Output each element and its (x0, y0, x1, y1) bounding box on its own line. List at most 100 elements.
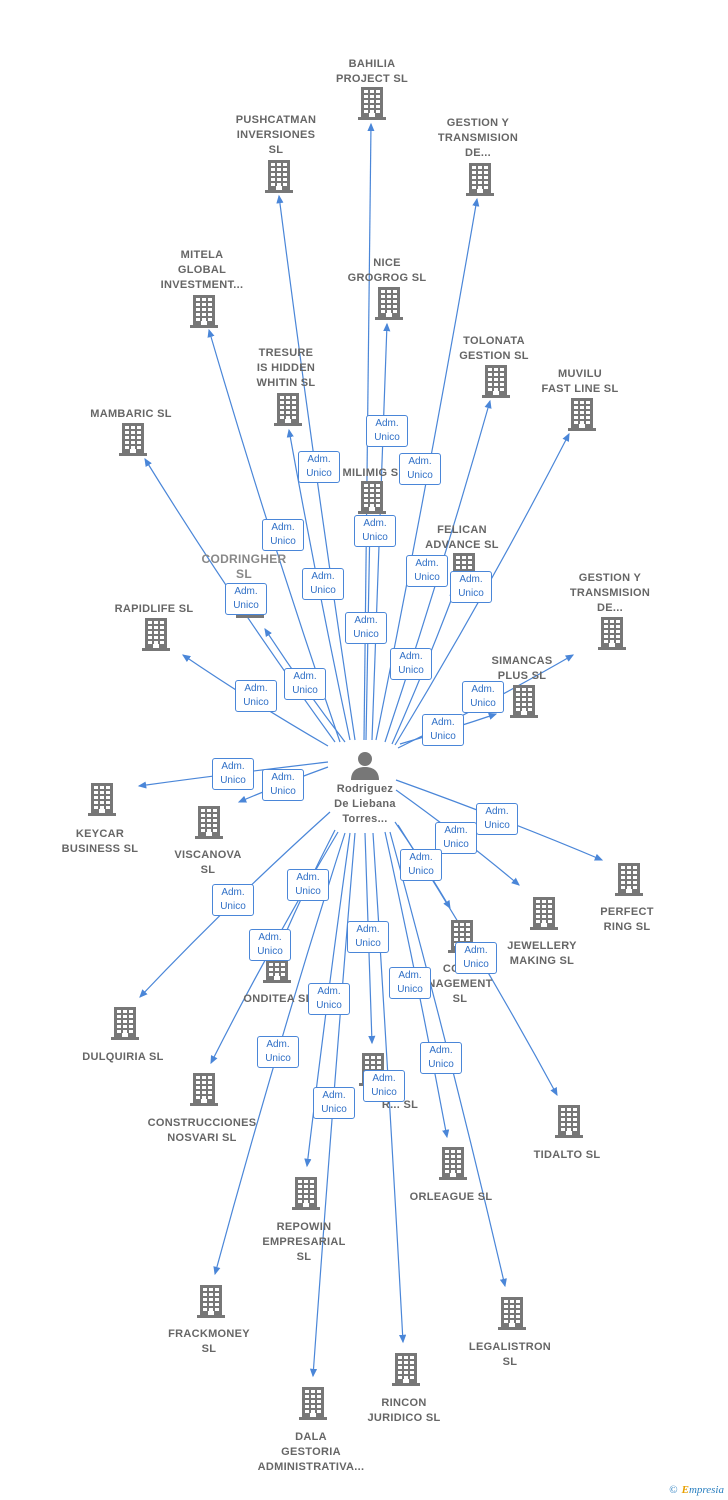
role-badge[interactable]: Adm.Unico (235, 680, 277, 712)
role-badge[interactable]: Adm.Unico (287, 869, 329, 901)
company-node-mitela[interactable] (149, 292, 259, 330)
role-badge[interactable]: Adm.Unico (225, 583, 267, 615)
role-badge[interactable]: Adm.Unico (298, 451, 340, 483)
role-badge[interactable]: Adm.Unico (262, 519, 304, 551)
company-node-dala[interactable] (258, 1384, 368, 1422)
building-icon (555, 1105, 583, 1138)
company-node-legalistron[interactable] (457, 1294, 567, 1332)
role-badge[interactable]: Adm.Unico (462, 681, 504, 713)
role-badge[interactable]: Adm.Unico (400, 849, 442, 881)
role-badge[interactable]: Adm.Unico (389, 967, 431, 999)
company-node-tidalto[interactable] (514, 1102, 624, 1140)
company-label-onditea[interactable]: ONDITEA SL (223, 992, 333, 1007)
role-badge[interactable]: Adm.Unico (345, 612, 387, 644)
company-label-dulquiria[interactable]: DULQUIRIA SL (68, 1050, 178, 1065)
role-badge-line: Adm. (271, 522, 295, 533)
role-badge[interactable]: Adm.Unico (450, 571, 492, 603)
company-label-line: NICE (373, 257, 401, 269)
role-badge[interactable]: Adm.Unico (406, 555, 448, 587)
company-label-mambaric[interactable]: MAMBARIC SL (76, 407, 186, 422)
company-node-mambaric[interactable] (78, 420, 188, 458)
company-label-hiddenr[interactable]: R... SL (345, 1098, 455, 1113)
company-node-bahilia[interactable] (317, 84, 427, 122)
company-label-line: CODRINGHER (201, 552, 287, 566)
company-node-orleague[interactable] (398, 1144, 508, 1182)
company-node-rapidlife[interactable] (101, 615, 211, 653)
role-badge[interactable]: Adm.Unico (422, 714, 464, 746)
company-node-rincon[interactable] (351, 1350, 461, 1388)
company-label-milimig[interactable]: MILIMIG SL (319, 466, 429, 481)
company-label-line: NOSVARI SL (167, 1132, 237, 1144)
company-node-tresure[interactable] (233, 390, 343, 428)
company-node-jewellery[interactable] (489, 894, 599, 932)
company-node-nice[interactable] (334, 284, 444, 322)
role-badge[interactable]: Adm.Unico (476, 803, 518, 835)
company-label-orleague[interactable]: ORLEAGUE SL (396, 1190, 506, 1205)
company-node-repowin[interactable] (251, 1174, 361, 1212)
role-badge-line: Unico (414, 572, 440, 583)
role-badge[interactable]: Adm.Unico (262, 769, 304, 801)
company-node-muvilu[interactable] (527, 395, 637, 433)
company-node-gestion2[interactable] (557, 614, 667, 652)
company-label-tidalto[interactable]: TIDALTO SL (512, 1148, 622, 1163)
role-badge[interactable]: Adm.Unico (399, 453, 441, 485)
company-node-frackmoney[interactable] (156, 1282, 266, 1320)
role-badge[interactable]: Adm.Unico (308, 983, 350, 1015)
person-name-line: Torres... (342, 813, 388, 825)
role-badge[interactable]: Adm.Unico (366, 415, 408, 447)
role-badge[interactable]: Adm.Unico (354, 515, 396, 547)
company-node-pushcatman[interactable] (224, 157, 334, 195)
company-node-construcciones[interactable] (149, 1070, 259, 1108)
company-node-keycar[interactable] (47, 780, 157, 818)
role-badge[interactable]: Adm.Unico (212, 884, 254, 916)
company-label-line: TIDALTO SL (533, 1149, 601, 1161)
role-badge[interactable]: Adm.Unico (420, 1042, 462, 1074)
company-node-perfect[interactable] (574, 860, 684, 898)
role-badge[interactable]: Adm.Unico (435, 822, 477, 854)
role-badge-line: Unico (463, 959, 489, 970)
role-badge-line: Unico (355, 938, 381, 949)
company-node-viscanova[interactable] (154, 803, 264, 841)
company-node-dulquiria[interactable] (70, 1004, 180, 1042)
center-person-node[interactable]: Rodriguez De Liebana Torres... (310, 748, 420, 827)
company-node-milimig[interactable] (317, 478, 427, 516)
company-label-line: ONDITEA SL (243, 993, 313, 1005)
company-node-gestion1[interactable] (425, 160, 535, 198)
role-badge[interactable]: Adm.Unico (455, 942, 497, 974)
role-badge[interactable]: Adm.Unico (313, 1087, 355, 1119)
role-badge[interactable]: Adm.Unico (257, 1036, 299, 1068)
role-badge[interactable]: Adm.Unico (212, 758, 254, 790)
role-badge[interactable]: Adm.Unico (390, 648, 432, 680)
company-node-tolonata[interactable] (441, 362, 551, 400)
role-badge[interactable]: Adm.Unico (249, 929, 291, 961)
role-badge[interactable]: Adm.Unico (347, 921, 389, 953)
role-badge[interactable]: Adm.Unico (302, 568, 344, 600)
role-badge[interactable]: Adm.Unico (363, 1070, 405, 1102)
company-label-line: MAKING SL (509, 955, 575, 967)
company-node-simancas[interactable] (469, 682, 579, 720)
company-label-rapidlife[interactable]: RAPIDLIFE SL (99, 602, 209, 617)
role-badge[interactable]: Adm.Unico (284, 668, 326, 700)
